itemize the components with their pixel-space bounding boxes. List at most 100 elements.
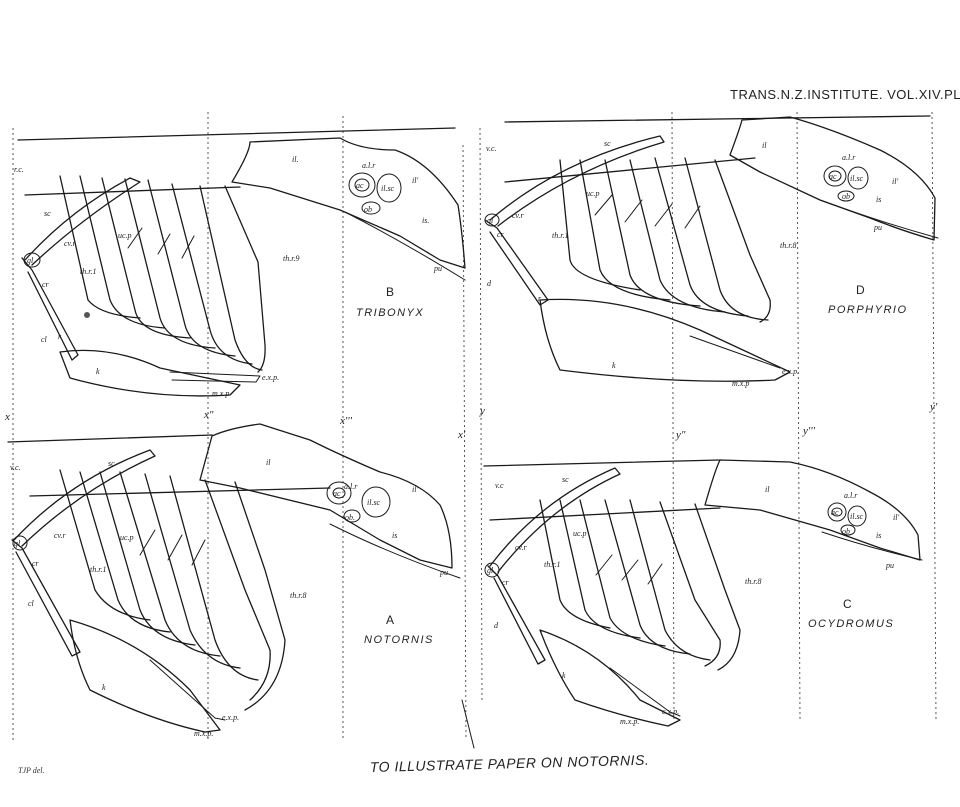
pubis: [821, 531, 923, 561]
figure-a-skeleton: [7, 423, 461, 733]
acetabulum-inner: [828, 170, 842, 182]
rib: [714, 159, 771, 323]
label-ilium: il: [765, 485, 770, 494]
label-coracoid: cr: [497, 230, 505, 239]
label-vertebral-column: r.c.: [14, 165, 24, 174]
label-external-xiphoid: c.x.p.: [662, 707, 679, 716]
ribs: [59, 175, 266, 373]
label-keel: k: [102, 683, 106, 692]
label-clavicle: cl: [41, 335, 48, 344]
label-obturator: ob.: [345, 513, 355, 522]
pubis: [819, 199, 939, 239]
label-vertebral-column: v.c.: [486, 144, 497, 153]
label-external-xiphoid: e.x.p.: [262, 373, 279, 382]
label-acetabulum: ac: [333, 489, 341, 498]
label-rib: r: [58, 332, 62, 341]
glenoid: [12, 535, 28, 551]
figure-genus: NOTORNIS: [364, 634, 434, 646]
label-uncinate-process: uc.p: [586, 189, 600, 198]
rib: [629, 499, 711, 661]
label-ischium: is: [876, 531, 881, 540]
label-thoracic-rib-8: th.r.8: [290, 591, 306, 600]
rib: [654, 157, 749, 317]
label-thoracic-rib-1: th.r.1: [90, 565, 106, 574]
figure-d-labels: v.c. il a.l.r ac il.sc il' ob is pu sc c…: [486, 139, 906, 388]
figure-genus: OCYDROMUS: [808, 618, 894, 630]
label-pubis: pu: [885, 561, 894, 570]
vertebral-column: [504, 115, 931, 123]
label-ilium-post: il': [412, 485, 418, 494]
uncinate-process: [191, 539, 206, 566]
label-obturator: ob: [842, 527, 850, 536]
rib: [101, 177, 191, 339]
figure-b-labels: r.c. il. a.l.r ac il.sc il' ob is. pu sc…: [14, 155, 442, 398]
label-uncinate-process: uc.p: [120, 533, 134, 542]
coracoid: [484, 219, 549, 306]
coracoid: [11, 539, 81, 657]
rib: [119, 471, 221, 657]
uncinate-process: [127, 227, 143, 249]
scapula: [489, 135, 665, 227]
rib: [79, 471, 171, 633]
figure-letter: B: [386, 285, 394, 299]
guide-label-y: y: [479, 405, 485, 417]
label-glenoid: gl: [487, 566, 494, 575]
label-glenoid: gl: [487, 216, 494, 225]
acetabulum: [827, 502, 847, 522]
label-keel: k: [562, 671, 566, 680]
guide-pointer: [461, 699, 475, 749]
label-uncinate-process: uc.p: [573, 529, 587, 538]
label-antitrochanter: a.l.r: [362, 161, 376, 170]
label-acetabulum: ac: [829, 172, 837, 181]
label-thoracic-rib-8: th.r.8: [780, 241, 796, 250]
vertebral-column: [17, 127, 456, 141]
uncinate-process: [654, 203, 673, 227]
rib: [694, 503, 741, 671]
label-glenoid: gl: [27, 256, 34, 265]
coracoid: [487, 565, 546, 665]
sternum: [59, 349, 241, 397]
ribs: [59, 469, 286, 711]
rib: [59, 175, 141, 319]
label-acetabulum: ac: [356, 181, 364, 190]
label-thoracic-rib-1: th.r.1: [552, 231, 568, 240]
label-cervical-rib: cv.r: [512, 211, 525, 220]
vertebral-column-lower: [489, 507, 721, 521]
vertebral-column-lower: [504, 157, 756, 183]
label-cervical-rib: cv.r: [64, 239, 77, 248]
guide-line: [671, 111, 675, 721]
sternum: [539, 629, 681, 727]
ilium: [199, 423, 453, 569]
label-keel: k: [612, 361, 616, 370]
glenoid: [484, 562, 500, 578]
xiphoid-process: [169, 371, 261, 383]
label-ilium-post: il': [893, 513, 899, 522]
rib: [59, 469, 151, 621]
label-ilio-sciatic: il.sc: [850, 174, 864, 183]
ilio-sciatic-foramen: [361, 486, 391, 518]
guide-label-x-tprime: x''': [339, 415, 353, 427]
uncinate-process: [594, 194, 613, 216]
scapula: [13, 449, 156, 547]
glenoid: [484, 213, 500, 227]
rib: [204, 479, 271, 701]
acetabulum: [823, 165, 847, 187]
figure-c-labels: v.c il a.l.r ac il.sc il' ob is pu sc cv…: [487, 475, 899, 726]
label-thoracic-rib-1: th.r.1: [80, 267, 96, 276]
vertebral-column: [7, 434, 213, 443]
rib: [224, 185, 266, 373]
rib: [604, 499, 691, 655]
label-vertebral-column: v.c: [495, 481, 504, 490]
rib: [124, 178, 216, 349]
label-coracoid: cr: [32, 559, 40, 568]
label-antitrochanter: a.l.r: [344, 482, 358, 491]
rib: [559, 499, 641, 639]
label-thoracic-rib-9: th.r.9: [283, 254, 299, 263]
acetabulum: [348, 172, 376, 198]
label-external-xiphoid: e.x.p.: [222, 713, 239, 722]
label-median-xiphoid: m.x.p: [212, 389, 229, 398]
label-ilio-sciatic: il.sc: [381, 184, 395, 193]
sternum: [69, 619, 221, 733]
label-cervical-rib: cv.r: [515, 543, 528, 552]
